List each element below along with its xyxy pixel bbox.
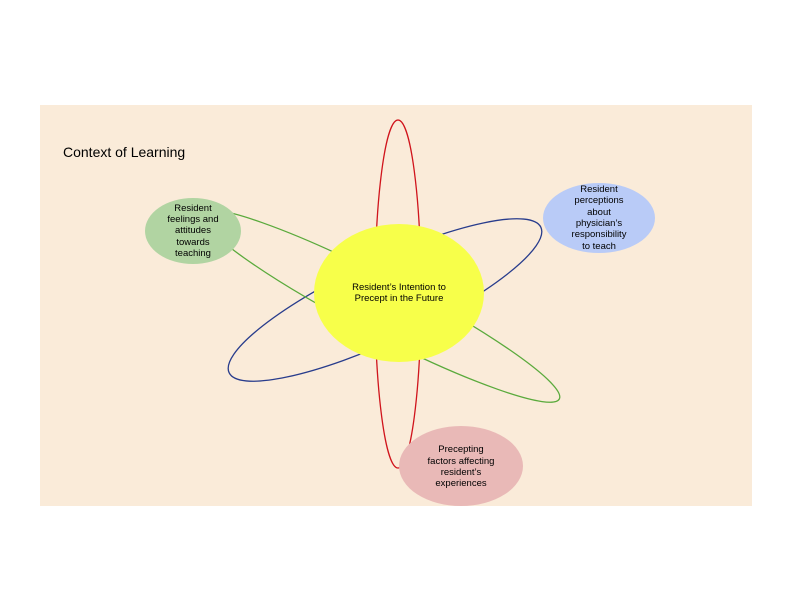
precepting-node-label: Precepting factors affecting resident’s … xyxy=(427,444,495,490)
feelings-node-label: Resident feelings and attitudes towards … xyxy=(167,202,219,260)
precepting-node[interactable] xyxy=(399,426,523,506)
feelings-node[interactable] xyxy=(145,198,241,264)
center-node-label: Resident’s Intention to Precept in the F… xyxy=(352,281,446,304)
perceptions-node[interactable] xyxy=(543,183,655,253)
context-title: Context of Learning xyxy=(63,144,186,160)
center-node[interactable] xyxy=(314,224,484,362)
perceptions-node-label: Resident perceptions about physician’s r… xyxy=(571,183,627,252)
